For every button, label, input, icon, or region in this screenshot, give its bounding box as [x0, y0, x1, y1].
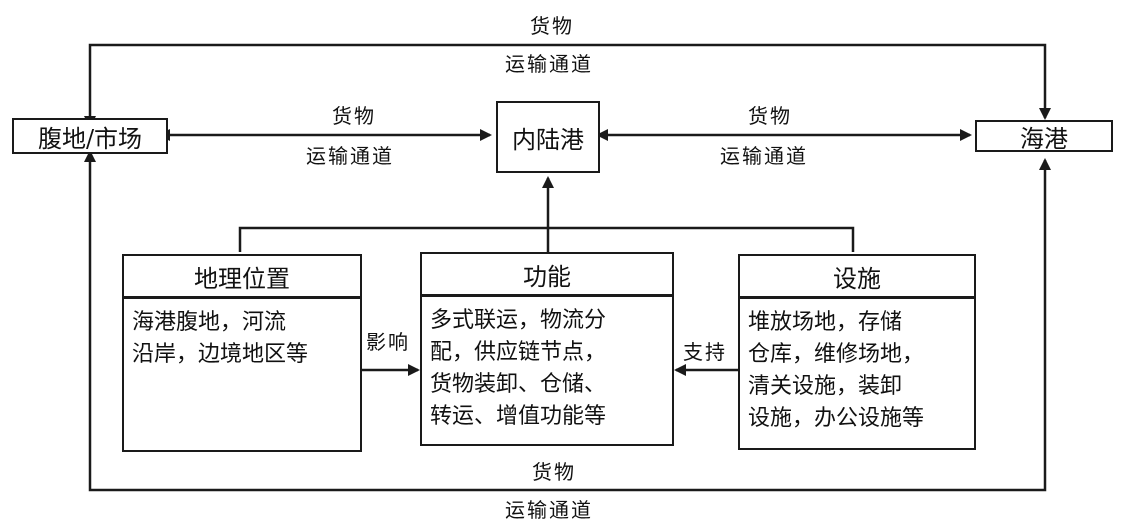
influence-label: 影响 — [366, 330, 410, 354]
facilities-card-body: 堆放场地，存储 仓库，维修场地， 清关设施，装卸 设施，办公设施等 — [740, 299, 974, 435]
location-line: 海港腹地，河流 — [132, 310, 287, 335]
function-line: 货物装卸、仓储、 — [430, 372, 607, 397]
cards-bracket-line — [238, 226, 855, 252]
right-channel-label-2: 运输通道 — [720, 144, 808, 168]
hinterland-market-node: 腹地/市场 — [12, 118, 168, 154]
inland-port-node: 内陆港 — [496, 101, 600, 173]
top-channel-arrow — [84, 43, 1051, 128]
facilities-line: 设施，办公设施等 — [748, 406, 925, 431]
function-card: 功能 多式联运，物流分 配，供应链节点， 货物装卸、仓储、 转运、增值功能等 — [420, 252, 674, 446]
inland-port-label: 内陆港 — [512, 125, 584, 154]
seaport-label: 海港 — [1020, 124, 1068, 153]
right-channel-label-1: 货物 — [748, 104, 792, 128]
top-channel-label-1: 货物 — [530, 14, 574, 38]
facilities-line: 堆放场地，存储 — [748, 310, 903, 335]
top-channel-label-2: 运输通道 — [505, 52, 593, 76]
seaport-node: 海港 — [975, 120, 1113, 153]
bottom-channel-label-1: 货物 — [532, 460, 576, 484]
left-channel-label-1: 货物 — [332, 104, 376, 128]
facilities-line: 清关设施，装卸 — [748, 374, 903, 399]
function-card-body: 多式联运，物流分 配，供应链节点， 货物装卸、仓储、 转运、增值功能等 — [422, 297, 672, 433]
function-line: 配，供应链节点， — [430, 340, 607, 365]
function-card-title: 功能 — [422, 254, 672, 297]
location-card: 地理位置 海港腹地，河流 沿岸，边境地区等 — [122, 254, 362, 452]
function-line: 转运、增值功能等 — [430, 404, 607, 429]
location-line: 沿岸，边境地区等 — [132, 342, 309, 367]
support-label: 支持 — [683, 340, 727, 364]
location-card-body: 海港腹地，河流 沿岸，边境地区等 — [124, 299, 360, 371]
left-channel-label-2: 运输通道 — [306, 144, 394, 168]
bottom-channel-label-2: 运输通道 — [505, 498, 593, 522]
function-line: 多式联运，物流分 — [430, 308, 607, 333]
bottom-channel-arrow — [84, 150, 1051, 492]
location-card-title: 地理位置 — [124, 256, 360, 299]
facilities-card: 设施 堆放场地，存储 仓库，维修场地， 清关设施，装卸 设施，办公设施等 — [738, 254, 976, 450]
hinterland-market-label: 腹地/市场 — [37, 124, 143, 153]
facilities-card-title: 设施 — [740, 256, 974, 299]
facilities-line: 仓库，维修场地， — [748, 342, 925, 367]
